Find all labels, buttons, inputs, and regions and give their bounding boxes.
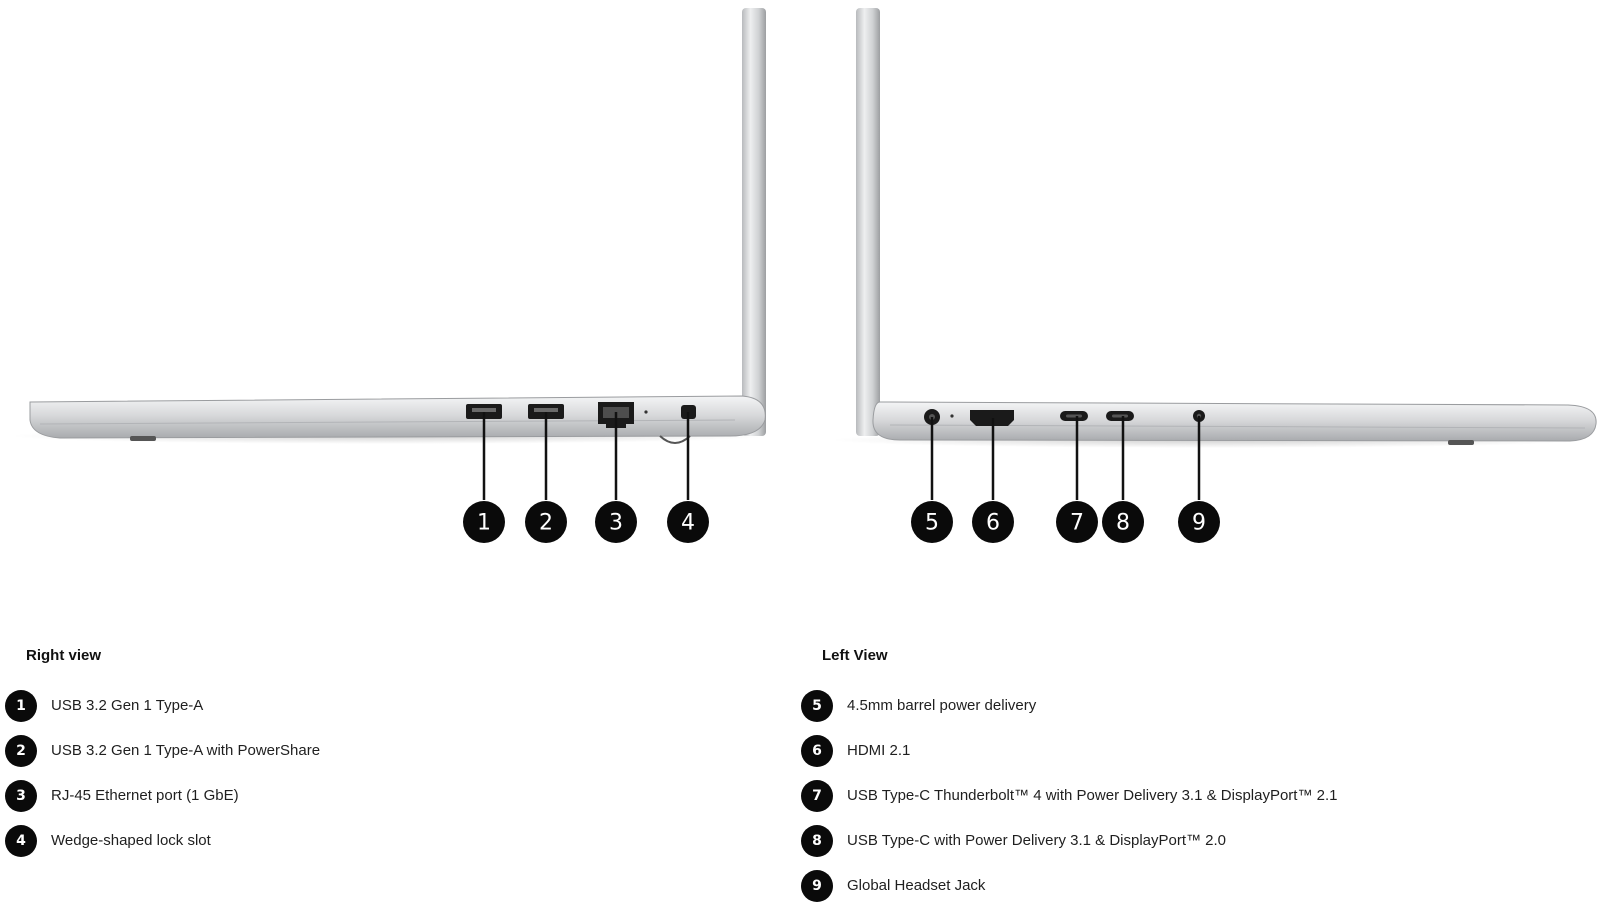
callout-2: 2: [525, 501, 567, 543]
list-item: 3 RJ-45 Ethernet port (1 GbE): [5, 773, 705, 818]
list-item: 7 USB Type-C Thunderbolt™ 4 with Power D…: [801, 773, 1501, 818]
left-view-legend: Left View 5 4.5mm barrel power delivery …: [801, 646, 1501, 908]
left-side-laptop: [830, 8, 1597, 448]
port-number-badge: 9: [801, 869, 833, 902]
list-item: 1 USB 3.2 Gen 1 Type-A: [5, 683, 705, 728]
list-item: 9 Global Headset Jack: [801, 863, 1501, 908]
port-number-badge: 4: [5, 824, 37, 857]
right-view-title: Right view: [26, 647, 102, 664]
svg-text:6: 6: [986, 511, 1000, 536]
rubber-foot: [130, 436, 156, 441]
port-label: USB 3.2 Gen 1 Type-A: [51, 697, 204, 714]
port-label: RJ-45 Ethernet port (1 GbE): [51, 787, 239, 804]
port-number-badge: 6: [801, 734, 833, 767]
callout-8: 8: [1102, 501, 1144, 543]
list-item: 6 HDMI 2.1: [801, 728, 1501, 773]
port-label: USB Type-C Thunderbolt™ 4 with Power Del…: [847, 787, 1338, 804]
svg-text:7: 7: [1070, 511, 1084, 536]
port-number-badge: 8: [801, 824, 833, 857]
svg-text:9: 9: [1192, 511, 1206, 536]
callout-3: 3: [595, 501, 637, 543]
rubber-foot: [1448, 440, 1474, 445]
callout-9: 9: [1178, 501, 1220, 543]
port-label: Wedge-shaped lock slot: [51, 832, 211, 849]
list-item: 2 USB 3.2 Gen 1 Type-A with PowerShare: [5, 728, 705, 773]
port-number-badge: 2: [5, 734, 37, 767]
list-item: 8 USB Type-C with Power Delivery 3.1 & D…: [801, 818, 1501, 863]
port-label: Global Headset Jack: [847, 877, 986, 894]
callout-6: 6: [972, 501, 1014, 543]
port-label: HDMI 2.1: [847, 742, 911, 759]
callout-7: 7: [1056, 501, 1098, 543]
svg-text:8: 8: [1116, 511, 1130, 536]
svg-text:4: 4: [681, 511, 695, 536]
svg-text:5: 5: [925, 511, 939, 536]
port-number-badge: 7: [801, 779, 833, 812]
right-side-laptop: [10, 8, 770, 444]
port-number-badge: 3: [5, 779, 37, 812]
svg-text:2: 2: [539, 511, 553, 536]
port-number-badge: 1: [5, 689, 37, 722]
power-led: [950, 414, 954, 418]
right-view-legend: Right view 1 USB 3.2 Gen 1 Type-A 2 USB …: [5, 646, 705, 863]
list-item: 5 4.5mm barrel power delivery: [801, 683, 1501, 728]
left-view-title: Left View: [822, 647, 888, 664]
laptop-base: [29, 395, 766, 439]
left-view-list: 5 4.5mm barrel power delivery 6 HDMI 2.1…: [801, 683, 1501, 908]
callouts: 1 2 3 4 5 6 7 8 9: [463, 412, 1220, 543]
laptop-lid: [742, 8, 766, 436]
callout-4: 4: [667, 501, 709, 543]
right-view-list: 1 USB 3.2 Gen 1 Type-A 2 USB 3.2 Gen 1 T…: [5, 683, 705, 863]
laptop-port-diagram: 1 2 3 4 5 6 7 8 9: [10, 8, 1597, 543]
status-led: [644, 410, 648, 414]
laptop-lid: [856, 8, 880, 436]
list-item: 4 Wedge-shaped lock slot: [5, 818, 705, 863]
port-label: USB 3.2 Gen 1 Type-A with PowerShare: [51, 742, 321, 759]
callout-1: 1: [463, 501, 505, 543]
svg-text:3: 3: [609, 511, 623, 536]
port-number-badge: 5: [801, 689, 833, 722]
callout-5: 5: [911, 501, 953, 543]
svg-text:1: 1: [477, 511, 491, 536]
port-label: USB Type-C with Power Delivery 3.1 & Dis…: [847, 832, 1227, 849]
port-label: 4.5mm barrel power delivery: [847, 697, 1037, 714]
laptop-base: [872, 401, 1597, 442]
